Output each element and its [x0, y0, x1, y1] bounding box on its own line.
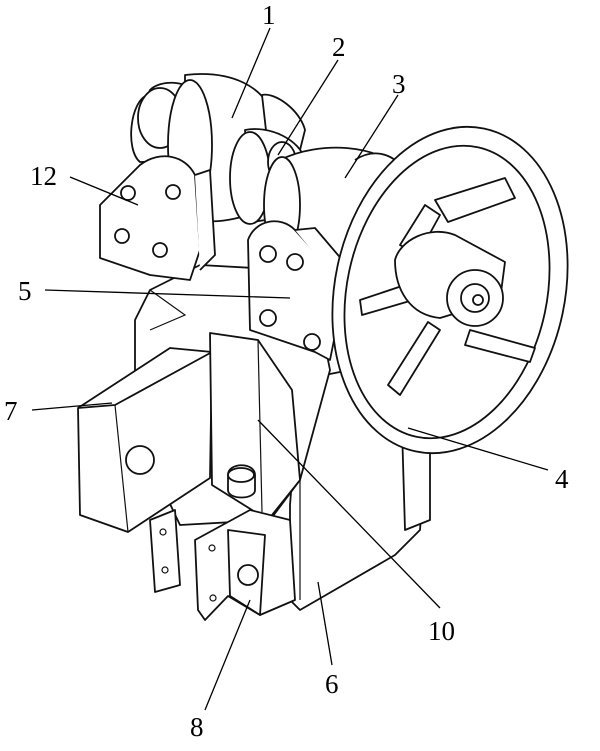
leader-8 [204, 599, 251, 711]
part-1-cylinder [130, 73, 306, 223]
lower-tab [149, 509, 181, 593]
leader-3 [344, 94, 399, 179]
label-8: 8 [190, 712, 204, 742]
leader-12 [69, 176, 139, 206]
label-6: 6 [325, 669, 339, 699]
leader-lines [31, 27, 549, 711]
label-10: 10 [428, 616, 455, 646]
label-3: 3 [392, 69, 406, 99]
label-1: 1 [262, 0, 276, 30]
part-7-plate [77, 347, 213, 533]
label-7: 7 [4, 396, 18, 426]
leader-2 [277, 59, 339, 156]
leader-7 [31, 402, 113, 411]
part-10-plate [209, 332, 301, 521]
label-5: 5 [18, 276, 32, 306]
part-8-bracket [194, 509, 296, 621]
label-12: 12 [30, 161, 57, 191]
leader-6 [317, 581, 333, 666]
label-4: 4 [555, 464, 569, 494]
callout-labels: 1 2 3 4 5 6 7 8 10 12 [4, 0, 569, 742]
leader-1 [231, 27, 271, 119]
leader-10 [257, 419, 441, 609]
label-2: 2 [332, 32, 346, 62]
part-4-handwheel [331, 125, 569, 455]
leader-5 [44, 289, 291, 299]
leader-4 [407, 427, 549, 471]
part-12-bracket [99, 155, 216, 281]
